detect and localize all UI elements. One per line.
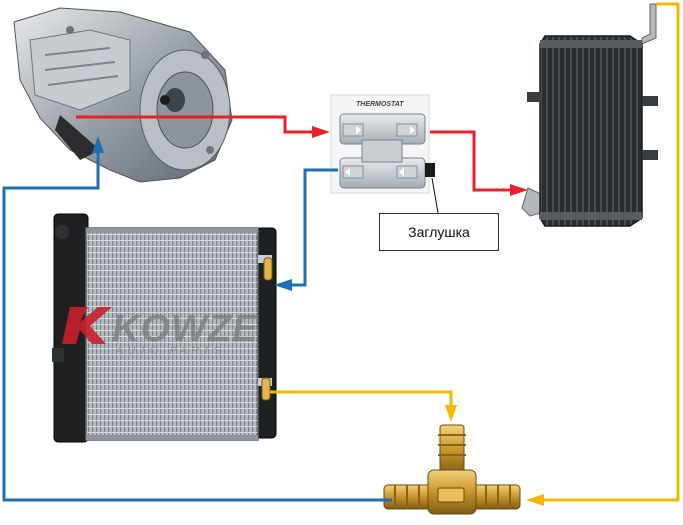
cold-arrow-1	[274, 279, 292, 291]
plug-label: Заглушка	[379, 213, 499, 251]
plug-cap	[425, 163, 435, 177]
cold-line-return	[2, 150, 392, 502]
brand-name: KOWZE	[112, 308, 259, 350]
hot-arrow-2	[510, 184, 528, 196]
brand-subtitle: AUTO PARTS	[115, 345, 225, 357]
hot-arrow-1	[312, 126, 330, 138]
hot-line-out	[76, 115, 512, 192]
thermostat-block: THERMOSTAT	[330, 94, 435, 194]
cold-arrow-2	[92, 136, 104, 153]
brand-watermark: KOWZE AUTO PARTS	[62, 307, 259, 357]
brand-logo-icon	[62, 307, 112, 344]
oil-cooler-image	[521, 3, 658, 227]
thermostat-label: THERMOSTAT	[356, 101, 404, 108]
mixed-arrow-1	[526, 494, 544, 506]
mixed-arrow-2	[445, 405, 457, 422]
plug-callout-line	[431, 177, 439, 214]
radiator-image	[52, 213, 277, 443]
tee-fitting-image	[383, 424, 521, 515]
mixed-line	[270, 2, 680, 502]
transmission-image	[13, 7, 233, 183]
